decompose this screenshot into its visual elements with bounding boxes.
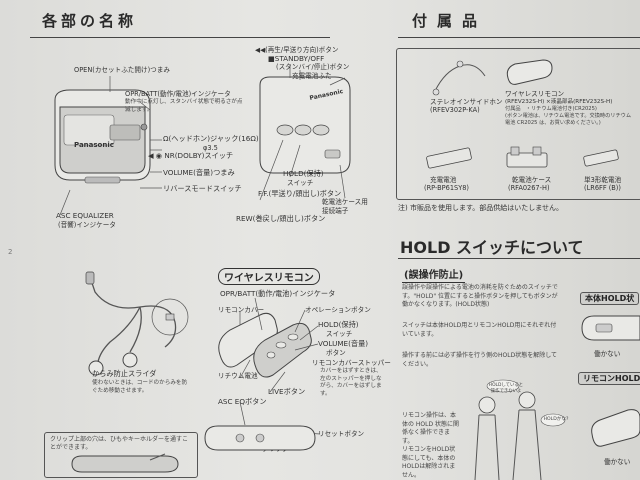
hold-paragraph-1: 誤操作や誤操作による電池の消耗を防ぐためのスイッチです。"HOLD" 位置にする… xyxy=(402,284,558,308)
label-reverse-mode-switch: リバースモードスイッチ xyxy=(163,184,242,193)
label-nr-switch: ◀ ◉ NR(DOLBY)スイッチ xyxy=(148,151,234,160)
clip-illustration xyxy=(71,453,179,473)
label-volume-knob: VOLUME(音量)つまみ xyxy=(163,168,235,177)
clip-note-text: クリップ上部の穴は、ひもやキーホルダーを通すことができます。 xyxy=(50,436,189,451)
label-headphone-jack: Ω(ヘッドホン)ジャック(16Ω) xyxy=(163,134,259,143)
cartoon-bubble-text: HOLDしていると操作できないよ xyxy=(488,383,524,394)
unit-hold-illustration xyxy=(581,315,640,341)
label-remote-volume-sub: ボタン xyxy=(326,349,346,357)
unit-brand-text: Panasonic xyxy=(74,141,114,149)
hold-section-title: HOLD スイッチについて xyxy=(400,238,584,257)
label-charge-battery-lid: 充電電池ふた xyxy=(292,72,332,80)
label-standby-sub: (スタンバイ/停止)ボタン xyxy=(276,63,350,71)
accessory-remote-model: (RFEV232S-H) ×液晶部品(RFEV232S-H) xyxy=(505,99,613,105)
label-remote-volume: VOLUME(音量) xyxy=(318,339,369,348)
label-standby-off: ■STANDBY/OFF xyxy=(268,54,325,63)
rechargeable-battery-icon xyxy=(426,147,472,169)
accessory-aa-battery-model: (LR6FF (B)) xyxy=(584,184,621,192)
accessory-aa-battery-name: 単3形乾電池 xyxy=(584,176,622,184)
remote-side-illustration xyxy=(204,425,316,451)
label-open-knob: OPEN(カセットふた開け)つまみ xyxy=(74,66,170,74)
label-operation-button: オペレーションボタン xyxy=(305,306,371,314)
label-asc-eq-button: ASC EQボタン xyxy=(218,397,267,406)
cartoon-bubble-2-text: HOLDかな? xyxy=(543,417,569,422)
unit-hold-state-tab: 本体HOLD状 xyxy=(580,292,640,305)
label-cover-stopper: リモコンカバーストッパー xyxy=(312,359,391,367)
accessories-box xyxy=(396,48,640,200)
label-hold-switch: HOLD(保持) xyxy=(283,169,324,178)
page-number: 2 xyxy=(8,248,13,256)
clip-note-box xyxy=(44,432,198,478)
hold-paragraph-3: 操作する前には必ず操作を行う側のHOLD状態を解除してください。 xyxy=(402,352,558,368)
accessory-rechargeable-model: (RP-BP61SY8) xyxy=(424,184,470,192)
cassette-player-front-illustration: Panasonic xyxy=(54,89,151,184)
cassette-player-back-illustration: Panasonic xyxy=(259,76,351,174)
wireless-remote-title: ワイヤレスリモコン xyxy=(218,268,320,285)
label-phi: φ3.5 xyxy=(203,144,218,152)
label-remote-cover: リモコンカバー xyxy=(218,306,265,314)
label-remote-hold-sub: スイッチ xyxy=(326,330,353,338)
accessories-footnote: 注) 市販品を使用します。部品供給はいたしません。 xyxy=(398,204,564,212)
label-asc-equalizer: ASC EQUALIZER xyxy=(56,211,114,220)
right-title-rule xyxy=(398,37,640,38)
left-leader-lines xyxy=(59,65,346,216)
label-live-button: LIVEボタン xyxy=(268,387,306,396)
label-opr-batt-indicator: OPR/BATT(動作/電池)インジケータ xyxy=(125,90,231,98)
earphone-accessory-icon xyxy=(432,60,486,96)
remote-illustration xyxy=(218,312,312,378)
left-page-title: 各部の名称 xyxy=(42,12,138,30)
accessory-rechargeable-name: 充電電池 xyxy=(430,176,457,184)
label-asc-equalizer-sub: (音響)インジケータ xyxy=(58,221,116,229)
left-title-rule xyxy=(30,37,330,38)
prevent-misoperation-title: (誤操作防止) xyxy=(402,266,466,283)
hold-paragraph-4: リモコン操作は、本体の HOLD 状態に関係なく操作できます。 xyxy=(402,412,460,445)
label-reset-button: リセットボタン xyxy=(318,430,365,438)
label-cover-stopper-note: カバーをはずすときは、左のストッパーを押しながら、カバーをはずします。 xyxy=(320,368,382,397)
remote-accessory-icon xyxy=(506,59,553,85)
remote-no-function-label: 働かない xyxy=(604,458,631,466)
cartoon-people-illustration xyxy=(474,379,566,480)
label-ff-button: F.F.(早送り/頭出し)ボタン xyxy=(258,189,342,198)
accessory-remote-name: ワイヤレスリモコン xyxy=(505,90,565,98)
unit-no-function-label: 働かない xyxy=(594,350,621,358)
hold-paragraph-2: スイッチは本体HOLD用とリモコンHOLD用にそれぞれ付いています。 xyxy=(402,322,557,338)
accessory-earphone-model: (RFEV302P-KA) xyxy=(430,106,480,114)
earphones-illustration xyxy=(85,271,189,376)
label-opr-batt-note: 動作中に点灯し、スタンバイ状態で明るさが点滅します。 xyxy=(125,99,243,113)
hold-paragraph-5: リモコンをHOLD状態にしても、本体のHOLDは解除されません。 xyxy=(402,446,456,479)
remote-hold-state-tab: リモコンHOLD xyxy=(578,372,640,385)
label-case-terminal-sub: 接続端子 xyxy=(322,207,349,215)
label-rew-button: REW(巻戻し/頭出し)ボタン xyxy=(236,214,326,223)
label-anti-tangle-note: 使わないときは、コードのからみを防ぐため移動させます。 xyxy=(92,380,188,394)
remote-hold-illustration xyxy=(591,409,640,447)
accessory-battery-case-name: 乾電池ケース xyxy=(512,176,552,184)
accessory-earphone-name: ステレオインサイドホン xyxy=(430,98,503,106)
label-hold-switch-sub: スイッチ xyxy=(287,179,314,187)
aa-battery-icon xyxy=(583,149,619,167)
label-remote-hold: HOLD(保持) xyxy=(318,320,359,329)
label-anti-tangle-slider: からみ防止スライダ xyxy=(92,369,157,378)
remote-leader-lines xyxy=(239,297,321,448)
hold-title-rule xyxy=(398,258,640,259)
label-remote-opr-batt: OPR/BATT(動作/電池)インジケータ xyxy=(220,289,336,298)
label-lithium-battery: リチウム電池 xyxy=(218,372,258,380)
label-ff-direction-button: ◀◀(再生/早送り方向)ボタン xyxy=(255,46,339,54)
right-page-title: 付属品 xyxy=(412,12,488,30)
accessory-battery-case-model: (RFA0267-H) xyxy=(508,184,550,192)
battery-case-icon xyxy=(506,146,548,168)
label-case-terminal: 乾電池ケース用 xyxy=(322,198,368,206)
accessory-remote-note: 付属品 ・リチウム電池付き(CR2025) (ボタン電池は、リチウム電池です。交… xyxy=(505,106,632,126)
